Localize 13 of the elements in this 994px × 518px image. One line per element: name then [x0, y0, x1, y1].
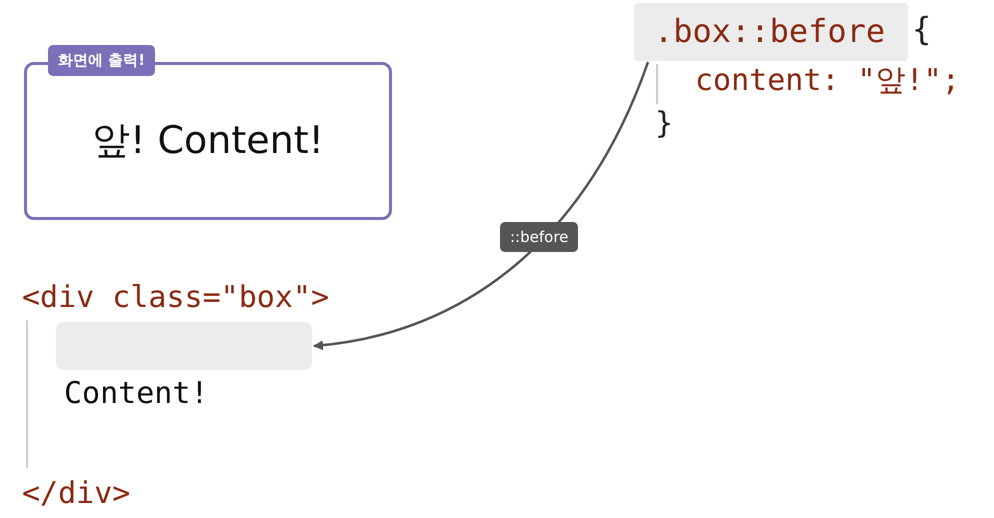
code-line: <div class="box">	[22, 280, 330, 315]
output-text: 앞! Content!	[91, 117, 325, 164]
code-brace: {	[912, 10, 932, 48]
edge-label: ::before	[500, 222, 578, 252]
code-line: content: "앞!";	[695, 62, 960, 100]
tag-badge: 화면에 출력!	[48, 45, 156, 76]
code-brace: }	[655, 106, 674, 141]
selector-highlight	[634, 3, 908, 61]
pseudo-element-slot	[56, 322, 312, 370]
code-line: Content!	[64, 376, 208, 411]
code-selector: .box::before	[654, 12, 886, 50]
code-line: </div>	[22, 476, 130, 511]
arrow	[313, 62, 650, 350]
